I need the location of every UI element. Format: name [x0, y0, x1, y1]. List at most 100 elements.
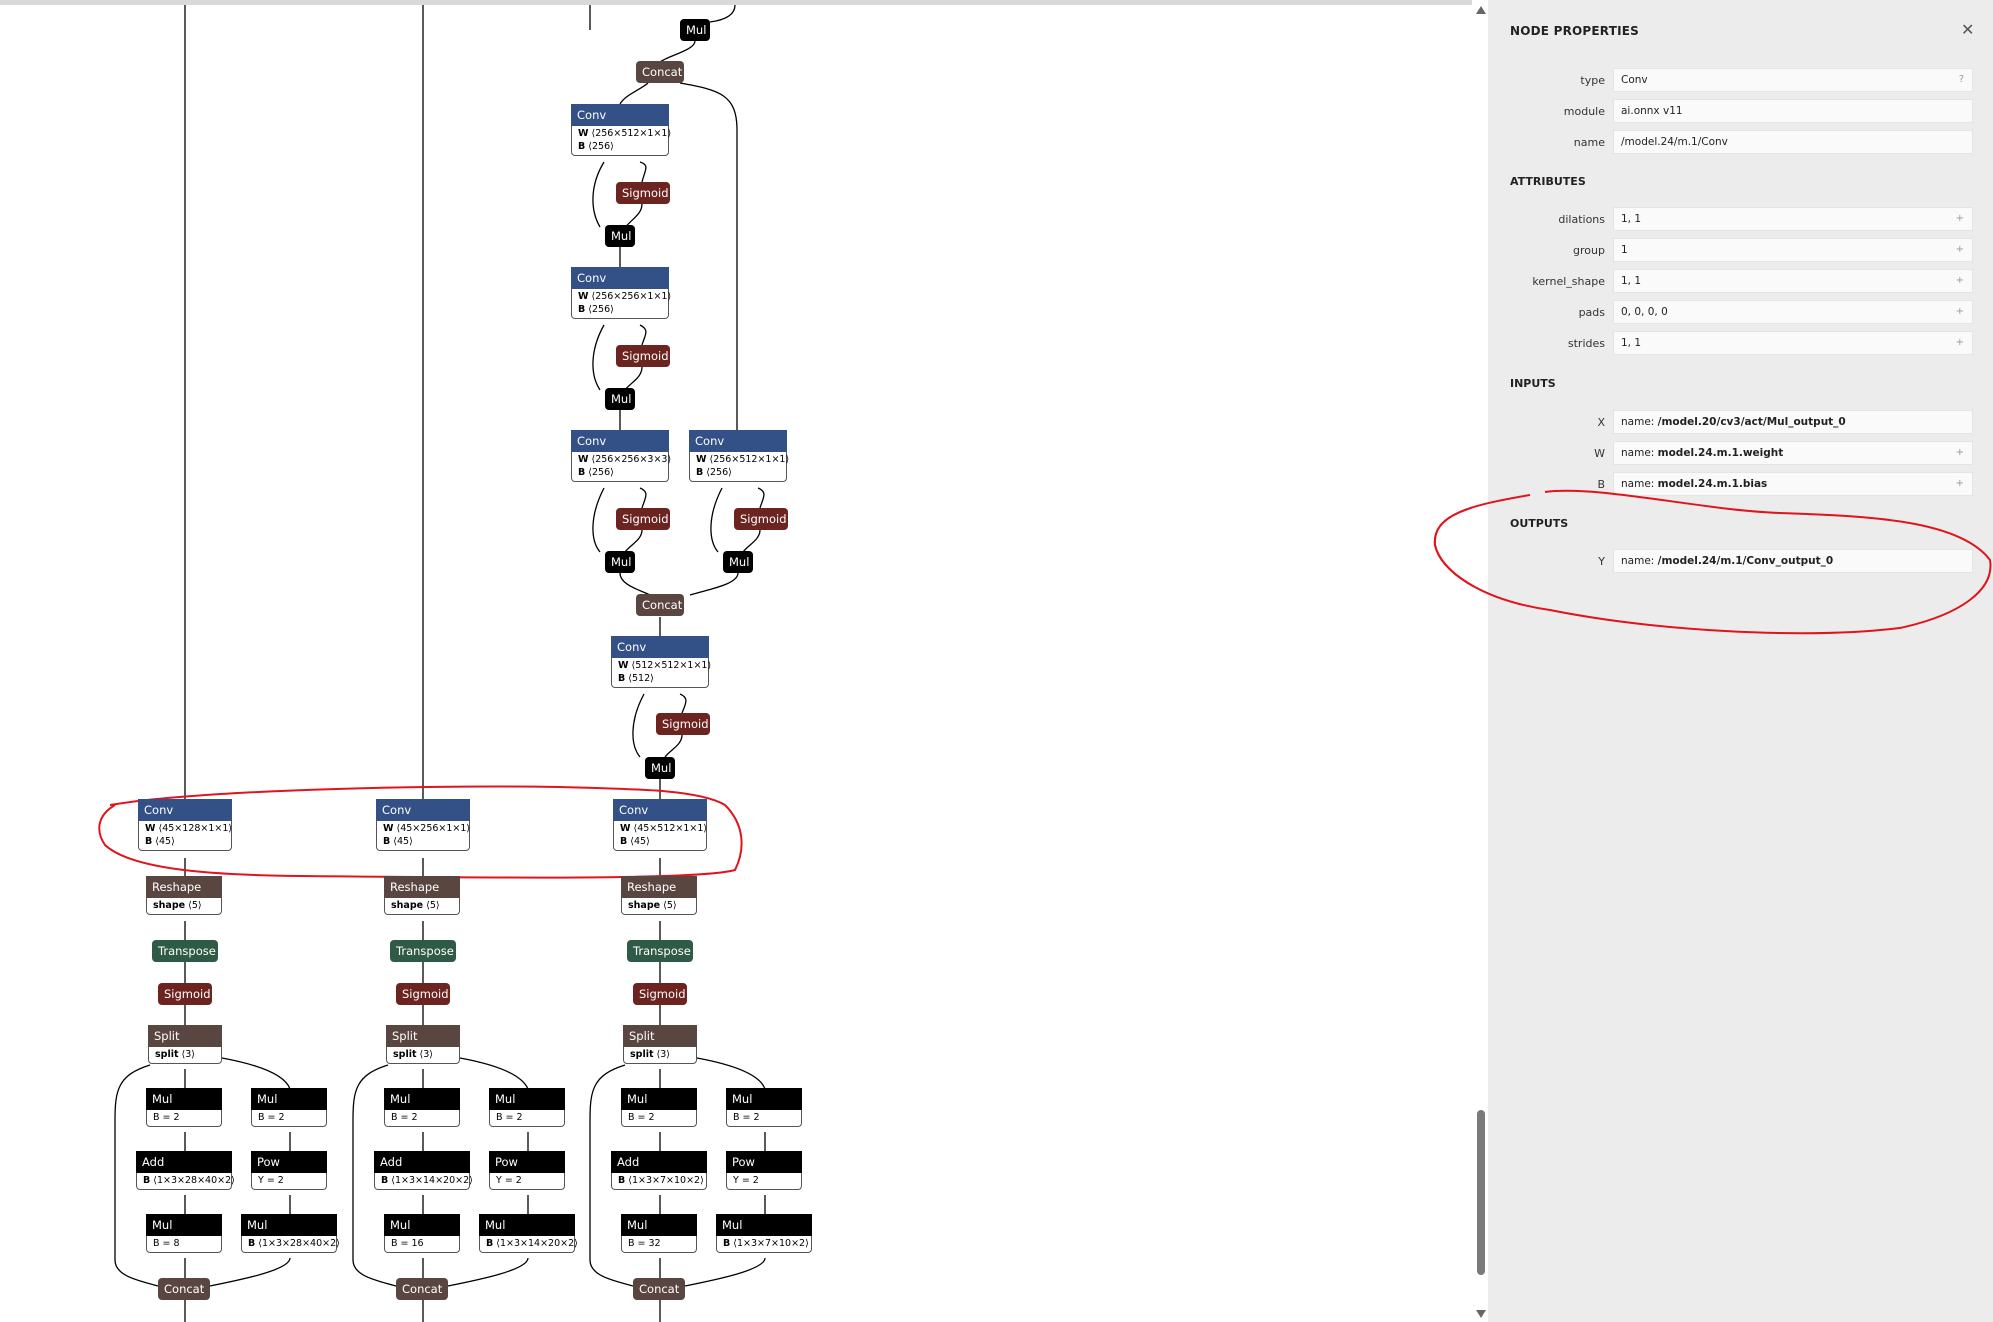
node-conv[interactable]: Conv W ⟨256×256×3×3⟩ B ⟨256⟩: [571, 430, 671, 482]
node-concat[interactable]: Concat: [636, 61, 684, 83]
input-value[interactable]: name: model.24.m.1.weight+: [1613, 441, 1973, 465]
node-pow[interactable]: Pow Y = 2: [489, 1151, 565, 1190]
input-value[interactable]: name: /model.20/cv3/act/Mul_output_0: [1613, 410, 1973, 434]
node-concat[interactable]: Concat: [158, 1278, 210, 1300]
node-mul[interactable]: Mul: [605, 225, 635, 247]
node-sigmoid[interactable]: Sigmoid: [158, 983, 212, 1005]
node-mul[interactable]: Mul B = 2: [251, 1088, 327, 1127]
node-conv-head-1[interactable]: Conv W ⟨45×128×1×1⟩ B ⟨45⟩: [138, 799, 232, 851]
node-split[interactable]: Split split ⟨3⟩: [386, 1025, 460, 1064]
param-value: ⟨256⟩: [588, 467, 614, 478]
node-header: Pow: [251, 1151, 327, 1173]
node-pow[interactable]: Pow Y = 2: [251, 1151, 327, 1190]
edge: [459, 1057, 529, 1090]
close-icon[interactable]: ✕: [1961, 20, 1975, 39]
node-concat[interactable]: Concat: [396, 1278, 448, 1300]
edge: [696, 1057, 766, 1090]
node-mul[interactable]: Mul B = 2: [621, 1088, 697, 1127]
node-sigmoid[interactable]: Sigmoid: [656, 713, 710, 735]
node-mul[interactable]: Mul B = 2: [146, 1088, 222, 1127]
node-conv[interactable]: Conv W ⟨256×256×1×1⟩ B ⟨256⟩: [571, 267, 671, 319]
node-conv[interactable]: Conv W ⟨256×512×1×1⟩ B ⟨256⟩: [571, 104, 671, 156]
node-sigmoid[interactable]: Sigmoid: [616, 345, 670, 367]
expand-icon[interactable]: +: [1955, 478, 1964, 489]
param-label: B: [578, 467, 586, 478]
node-body: shape ⟨5⟩: [146, 898, 222, 915]
annotation-ellipse-conv-heads: [98, 785, 743, 879]
node-sigmoid[interactable]: Sigmoid: [616, 182, 670, 204]
attribute-label: pads: [1578, 306, 1605, 319]
expand-icon[interactable]: +: [1955, 244, 1964, 255]
attribute-value[interactable]: 1+: [1613, 238, 1973, 262]
attribute-value[interactable]: 1, 1+: [1613, 207, 1973, 231]
node-mul[interactable]: Mul B ⟨1×3×14×20×2⟩: [479, 1214, 578, 1253]
node-pow[interactable]: Pow Y = 2: [726, 1151, 802, 1190]
node-transpose[interactable]: Transpose: [152, 940, 218, 962]
node-transpose[interactable]: Transpose: [390, 940, 456, 962]
param-label: B: [381, 1175, 389, 1186]
node-concat[interactable]: Concat: [636, 594, 684, 616]
edge: [592, 161, 605, 228]
vertical-scrollbar[interactable]: [1472, 0, 1488, 1322]
output-value[interactable]: name: /model.24/m.1/Conv_output_0: [1613, 549, 1973, 573]
node-mul[interactable]: Mul: [605, 551, 635, 573]
node-mul[interactable]: Mul: [605, 388, 635, 410]
property-value[interactable]: ai.onnx v11: [1613, 99, 1973, 123]
param-label: W: [618, 660, 629, 671]
expand-icon[interactable]: +: [1955, 275, 1964, 286]
node-header: Mul: [146, 1214, 222, 1236]
node-conv[interactable]: Conv W ⟨256×512×1×1⟩ B ⟨256⟩: [689, 430, 789, 482]
node-conv[interactable]: Conv W ⟨512×512×1×1⟩ B ⟨512⟩: [611, 636, 711, 688]
node-sigmoid[interactable]: Sigmoid: [616, 508, 670, 530]
expand-icon[interactable]: +: [1955, 337, 1964, 348]
property-value[interactable]: /model.24/m.1/Conv: [1613, 130, 1973, 154]
node-mul[interactable]: Mul B = 8: [146, 1214, 222, 1253]
node-mul[interactable]: Mul B ⟨1×3×7×10×2⟩: [716, 1214, 812, 1253]
attribute-value[interactable]: 1, 1+: [1613, 331, 1973, 355]
help-icon[interactable]: ?: [1958, 74, 1964, 85]
node-mul[interactable]: Mul B ⟨1×3×28×40×2⟩: [241, 1214, 340, 1253]
scrollbar-thumb[interactable]: [1477, 1110, 1485, 1275]
scroll-down-arrow-icon[interactable]: [1476, 1310, 1486, 1318]
node-mul[interactable]: Mul B = 16: [384, 1214, 460, 1253]
node-transpose[interactable]: Transpose: [627, 940, 693, 962]
node-add[interactable]: Add B ⟨1×3×7×10×2⟩: [611, 1151, 707, 1190]
node-add[interactable]: Add B ⟨1×3×14×20×2⟩: [374, 1151, 473, 1190]
attribute-label: group: [1573, 244, 1605, 257]
param-label: B: [145, 836, 153, 847]
expand-icon[interactable]: +: [1955, 213, 1964, 224]
node-conv-head-3[interactable]: Conv W ⟨45×512×1×1⟩ B ⟨45⟩: [613, 799, 707, 851]
node-mul[interactable]: Mul B = 2: [384, 1088, 460, 1127]
node-sigmoid[interactable]: Sigmoid: [396, 983, 450, 1005]
expand-icon[interactable]: +: [1955, 447, 1964, 458]
edge: [352, 1064, 397, 1287]
node-mul[interactable]: Mul B = 2: [489, 1088, 565, 1127]
node-mul[interactable]: Mul: [723, 551, 753, 573]
param-value: ⟨1×3×28×40×2⟩: [258, 1238, 340, 1249]
node-concat[interactable]: Concat: [633, 1278, 685, 1300]
node-body: Y = 2: [726, 1173, 802, 1190]
node-body: B = 2: [146, 1110, 222, 1127]
edge: [689, 572, 739, 596]
node-split[interactable]: Split split ⟨3⟩: [623, 1025, 697, 1064]
node-mul[interactable]: Mul: [645, 757, 675, 779]
node-sigmoid[interactable]: Sigmoid: [734, 508, 788, 530]
attribute-value[interactable]: 0, 0, 0, 0+: [1613, 300, 1973, 324]
param-label: W: [578, 128, 589, 139]
property-value[interactable]: Conv?: [1613, 68, 1973, 92]
node-sigmoid[interactable]: Sigmoid: [633, 983, 687, 1005]
node-conv-head-2[interactable]: Conv W ⟨45×256×1×1⟩ B ⟨45⟩: [376, 799, 470, 851]
node-reshape[interactable]: Reshape shape ⟨5⟩: [384, 876, 460, 915]
node-mul[interactable]: Mul: [680, 19, 710, 41]
input-value[interactable]: name: model.24.m.1.bias+: [1613, 472, 1973, 496]
node-add[interactable]: Add B ⟨1×3×28×40×2⟩: [136, 1151, 235, 1190]
scroll-up-arrow-icon[interactable]: [1476, 6, 1486, 14]
expand-icon[interactable]: +: [1955, 306, 1964, 317]
attribute-value[interactable]: 1, 1+: [1613, 269, 1973, 293]
node-split[interactable]: Split split ⟨3⟩: [148, 1025, 222, 1064]
node-reshape[interactable]: Reshape shape ⟨5⟩: [146, 876, 222, 915]
node-mul[interactable]: Mul B = 2: [726, 1088, 802, 1127]
node-mul[interactable]: Mul B = 32: [621, 1214, 697, 1253]
node-reshape[interactable]: Reshape shape ⟨5⟩: [621, 876, 697, 915]
